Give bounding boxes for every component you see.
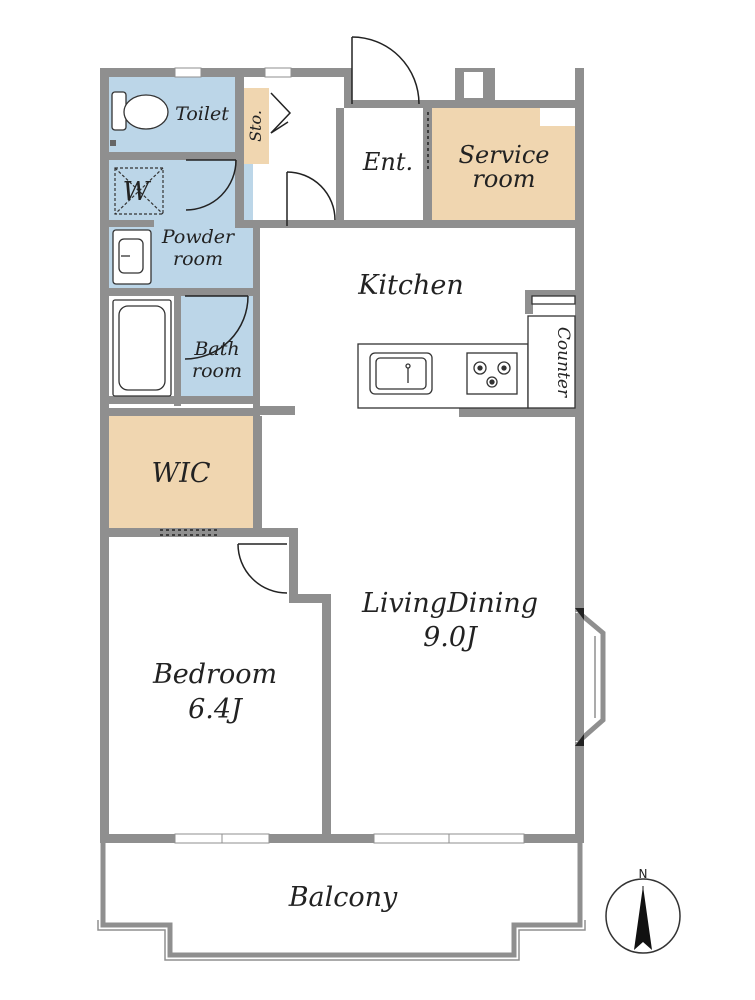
label-kitchen: Kitchen <box>357 270 464 301</box>
label-living-size: 9.0J <box>423 622 479 653</box>
label-powder-line1: Powder <box>161 226 236 248</box>
label-bedroom-name: Bedroom <box>152 659 277 690</box>
label-entrance: Ent. <box>362 148 413 176</box>
label-service-line2: room <box>472 165 535 193</box>
bathtub-fixture <box>112 299 172 397</box>
walls <box>100 68 584 843</box>
label-washer: W <box>123 177 152 207</box>
label-bedroom-size: 6.4J <box>188 694 244 725</box>
toilet-fixture <box>110 91 169 146</box>
label-service-line1: Service <box>459 141 550 169</box>
storage-area <box>244 88 269 164</box>
label-counter: Counter <box>553 327 573 398</box>
wic-area <box>109 416 253 528</box>
windows <box>174 67 606 844</box>
bath-room-area <box>181 296 253 396</box>
label-bath-line1: Bath <box>193 338 239 360</box>
label-bath-line2: room <box>192 360 242 382</box>
north-label: N <box>639 867 648 881</box>
room-labels: Toilet Sto. W Powder room Bath room Ent.… <box>123 103 573 913</box>
doors <box>160 36 429 594</box>
stove-burners-icon <box>473 361 511 388</box>
label-storage: Sto. <box>246 110 265 142</box>
label-living-name: LivingDining <box>361 588 538 619</box>
label-balcony: Balcony <box>288 882 398 913</box>
balcony <box>97 842 586 961</box>
label-powder-line2: room <box>173 248 223 270</box>
north-arrow-icon: N <box>605 867 681 954</box>
sink-fixture <box>112 229 152 285</box>
service-room-area <box>432 108 576 222</box>
washer-fixture <box>114 167 164 215</box>
label-wic: WIC <box>151 458 210 489</box>
label-toilet: Toilet <box>175 103 229 125</box>
kitchen-counter <box>357 295 576 409</box>
